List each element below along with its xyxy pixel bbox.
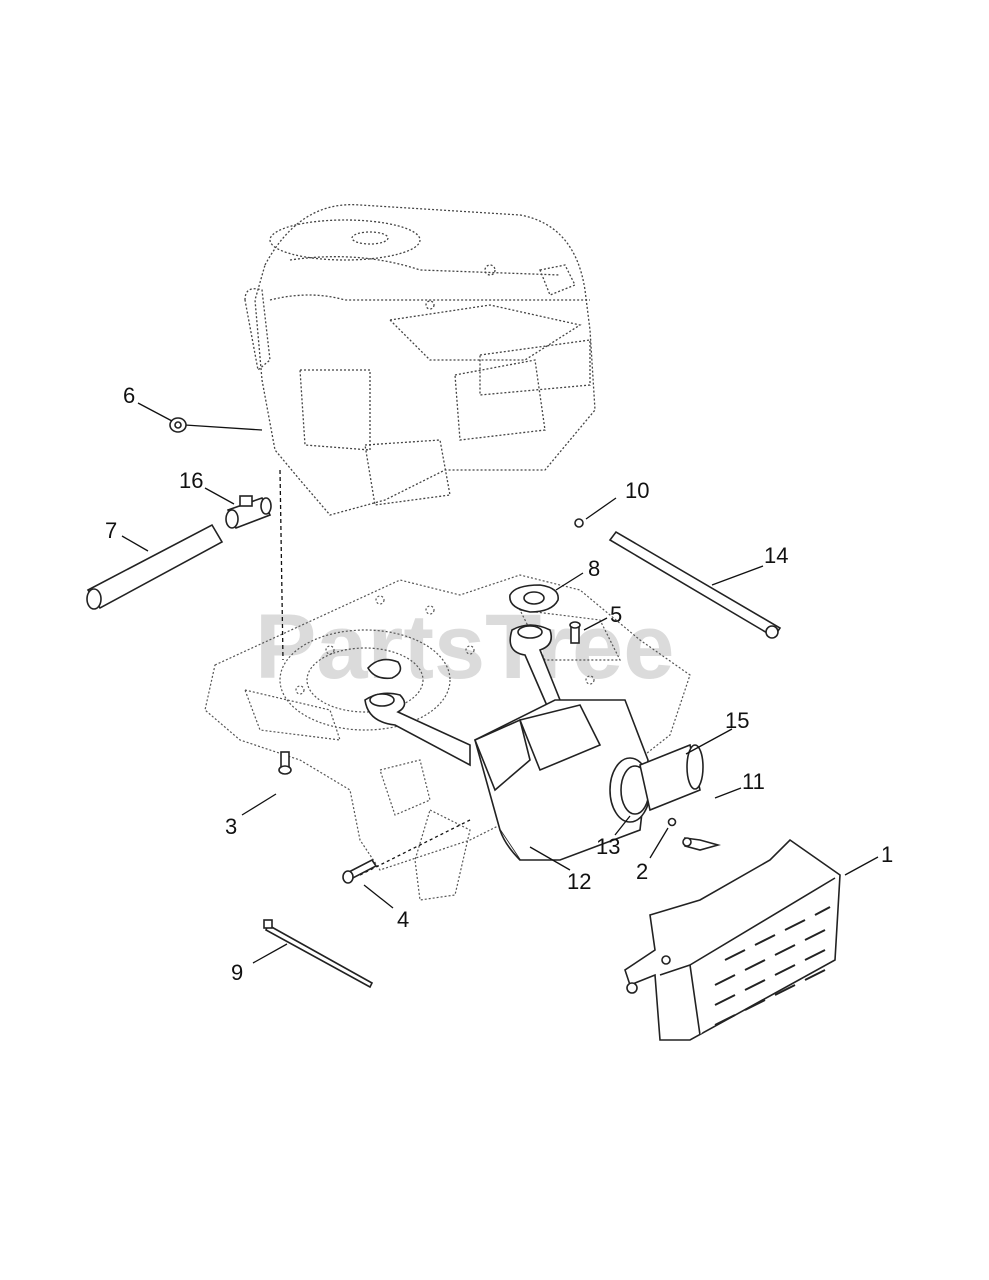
part-3-bolt[interactable] [278,751,292,775]
callout-5: 5 [610,602,622,627]
part-1-heat-shield[interactable] [624,838,841,1041]
alignment-line [359,819,471,876]
alignment-line [279,469,284,661]
part-9-cable-tie[interactable] [263,919,374,989]
callout-14: 14 [764,543,788,568]
part-13-end-cap[interactable] [609,757,651,823]
callout-12: 12 [567,869,591,894]
part-4-bolt[interactable] [342,858,378,884]
part-8-gasket[interactable] [509,584,559,613]
alignment-line [184,424,263,431]
part-10-nut[interactable] [574,518,584,528]
callout-16: 16 [179,468,203,493]
callout-8: 8 [588,556,600,581]
exhaust-pipes [364,624,561,767]
callout-4: 4 [397,907,409,932]
callout-1: 1 [881,842,893,867]
part-6-nut[interactable] [169,417,187,433]
part-16-fitting[interactable] [225,495,272,530]
part-14-rod[interactable] [608,530,782,639]
callout-2: 2 [636,859,648,884]
callout-11: 11 [742,769,765,794]
part-11-screw[interactable] [682,837,721,851]
callout-3: 3 [225,814,237,839]
part-7-tube[interactable] [86,523,224,610]
callout-9: 9 [231,960,243,985]
engine-illustration [244,204,596,516]
leader-lines [121,402,879,964]
part-2-nut[interactable] [667,817,677,827]
callout-6: 6 [123,383,135,408]
part-15-outlet[interactable] [639,743,704,812]
callout-13: 13 [596,834,620,859]
watermark: PartsTree [255,596,674,698]
part-5-bolt[interactable] [569,621,581,644]
part-12-muffler[interactable] [473,699,649,861]
callout-10: 10 [625,478,649,503]
callout-7: 7 [105,518,117,543]
callout-15: 15 [725,708,749,733]
